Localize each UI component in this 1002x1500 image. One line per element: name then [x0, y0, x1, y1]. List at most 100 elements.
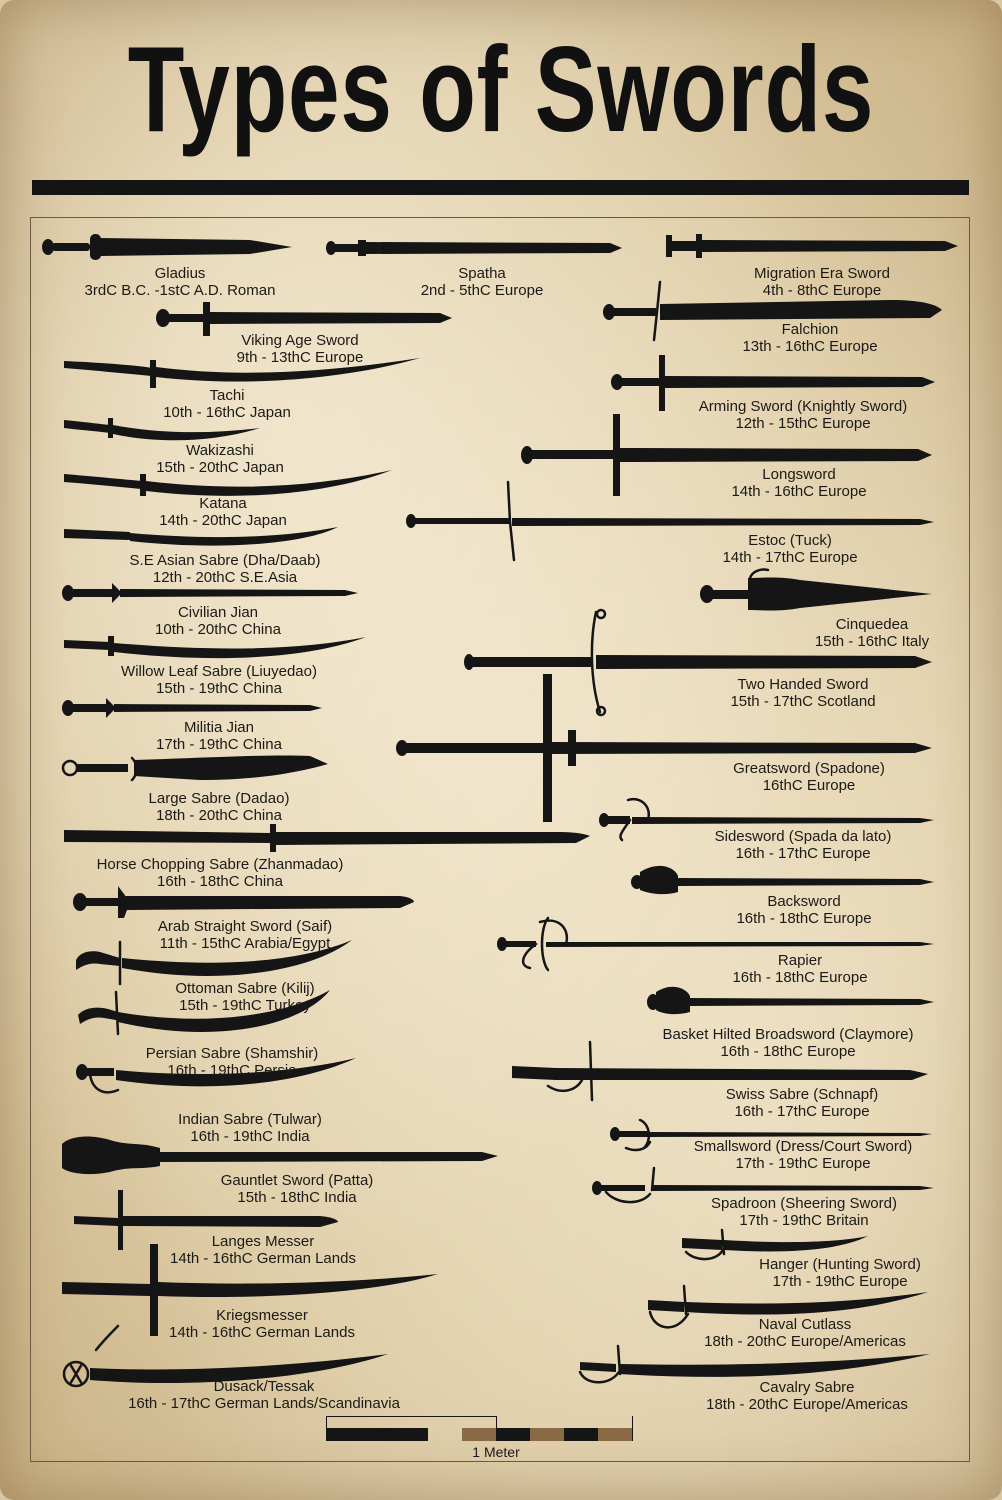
sword-name: Falchion	[781, 321, 839, 338]
sword-period: 15th - 17thC Scotland	[730, 693, 876, 710]
label-hanger: Hanger (Hunting Sword)17th - 19thC Europ…	[759, 1256, 921, 1290]
sword-period: 15th - 18thC India	[237, 1189, 357, 1206]
label-indian-sabre: Indian Sabre (Tulwar)16th - 19thC India	[178, 1111, 322, 1145]
sword-longsword-icon	[521, 414, 932, 496]
sword-name: S.E Asian Sabre (Dha/Daab)	[129, 552, 321, 569]
sword-name: Langes Messer	[211, 1233, 315, 1250]
label-persian-sabre: Persian Sabre (Shamshir)16th - 19thC Per…	[146, 1045, 319, 1079]
sword-name: Longsword	[762, 466, 836, 483]
sword-period: 9th - 13thC Europe	[236, 349, 364, 366]
scale-segment-light	[530, 1428, 564, 1441]
sword-period: 16th - 17thC German Lands/Scandinavia	[128, 1395, 400, 1412]
sword-period: 16th - 18thC Europe	[736, 910, 872, 927]
label-large-sabre: Large Sabre (Dadao)18th - 20thC China	[149, 790, 290, 824]
sword-viking-age-icon	[156, 302, 452, 336]
sword-name: Gladius	[154, 265, 206, 282]
sword-two-handed-icon	[464, 608, 932, 717]
sword-migration-era-icon	[666, 234, 958, 258]
sword-persian-sabre-icon	[78, 990, 330, 1036]
sword-gauntlet-patta-icon	[62, 1136, 498, 1175]
sword-hanger-icon	[682, 1228, 868, 1261]
sword-period: 15th - 16thC Italy	[814, 633, 930, 650]
sword-name: Willow Leaf Sabre (Liuyedao)	[121, 663, 317, 680]
sword-cavalry-sabre-icon	[578, 1344, 930, 1384]
sword-period: 15th - 20thC Japan	[156, 459, 284, 476]
label-swiss-sabre: Swiss Sabre (Schnapf)16th - 17thC Europe	[726, 1086, 879, 1120]
label-arming-sword: Arming Sword (Knightly Sword)12th - 15th…	[699, 398, 907, 432]
scale-segment-dark	[360, 1428, 394, 1441]
sword-period: 16thC Europe	[762, 777, 856, 794]
sword-name: Cavalry Sabre	[759, 1379, 855, 1396]
sword-dusack-icon	[62, 1324, 388, 1388]
sword-period: 17th - 19thC Europe	[735, 1155, 871, 1172]
sword-name: Spatha	[458, 265, 506, 282]
sword-name: Basket Hilted Broadsword (Claymore)	[662, 1026, 914, 1043]
sword-period: 17th - 19thC Europe	[772, 1273, 908, 1290]
label-arab-straight: Arab Straight Sword (Saif)11th - 15thC A…	[158, 918, 332, 952]
sword-name: Sidesword (Spada da lato)	[714, 828, 892, 845]
sword-kriegsmesser-icon	[62, 1244, 438, 1336]
sword-name: Swiss Sabre (Schnapf)	[725, 1086, 879, 1103]
sword-name: Horse Chopping Sabre (Zhanmadao)	[96, 856, 344, 873]
sword-period: 14th - 16thC German Lands	[170, 1250, 356, 1267]
label-willow-leaf-sabre: Willow Leaf Sabre (Liuyedao)15th - 19thC…	[121, 663, 317, 697]
sword-greatsword-icon	[396, 674, 932, 822]
sword-period: 2nd - 5thC Europe	[420, 282, 544, 299]
sword-period: 18th - 20thC China	[156, 807, 282, 824]
sword-name: Wakizashi	[186, 442, 254, 459]
label-se-asian-sabre: S.E Asian Sabre (Dha/Daab)12th - 20thC S…	[130, 552, 321, 586]
sword-period: 12th - 20thC S.E.Asia	[152, 569, 298, 586]
sword-willow-leaf-sabre-icon	[64, 636, 366, 659]
poster-title: Types of Swords	[127, 21, 875, 157]
scale-segment-dark	[496, 1428, 530, 1441]
sword-period: 16th - 19thC Persia	[167, 1062, 297, 1079]
sword-name: Tachi	[209, 387, 245, 404]
sword-period: 15th - 19thC China	[156, 680, 282, 697]
sword-swiss-sabre-icon	[512, 1040, 928, 1102]
sword-period: 18th - 20thC Europe/Americas	[706, 1396, 908, 1413]
scale-segment-light	[598, 1428, 632, 1441]
label-sidesword: Sidesword (Spada da lato)16th - 17thC Eu…	[715, 828, 892, 862]
sword-smallsword-icon	[610, 1118, 932, 1152]
sword-rapier-icon	[497, 916, 934, 972]
sword-backsword-icon	[631, 865, 934, 895]
sword-period: 17th - 19thC China	[156, 736, 282, 753]
sword-name: Two Handed Sword	[737, 676, 869, 693]
scale-segment-dark	[394, 1428, 428, 1441]
sword-name: Gauntlet Sword (Patta)	[220, 1172, 374, 1189]
sword-period: 16th - 18thC Europe	[720, 1043, 856, 1060]
sword-period: 18th - 20thC Europe/Americas	[704, 1333, 906, 1350]
sword-katana-icon	[64, 470, 392, 496]
label-estoc: Estoc (Tuck)14th - 17thC Europe	[722, 532, 857, 566]
sword-langes-messer-icon	[74, 1190, 338, 1250]
sword-name: Migration Era Sword	[754, 265, 890, 282]
sword-name: Estoc (Tuck)	[748, 532, 832, 549]
sword-wakizashi-icon	[64, 418, 260, 441]
sword-cinquedea-icon	[700, 568, 932, 611]
sword-name: Arming Sword (Knightly Sword)	[698, 398, 908, 415]
sword-period: 4th - 8thC Europe	[762, 282, 882, 299]
sword-name: Large Sabre (Dadao)	[148, 790, 290, 807]
label-ottoman-sabre: Ottoman Sabre (Kilij)15th - 19thC Turkey	[175, 980, 314, 1014]
scale-top-line	[326, 1416, 496, 1417]
label-spadroon: Spadroon (Sheering Sword)17th - 19thC Br…	[711, 1195, 897, 1229]
sword-period: 10th - 20thC China	[155, 621, 281, 638]
sword-civilian-jian-icon	[62, 583, 358, 603]
sword-name: Arab Straight Sword (Saif)	[157, 918, 333, 935]
sword-period: 16th - 17thC Europe	[735, 845, 871, 862]
